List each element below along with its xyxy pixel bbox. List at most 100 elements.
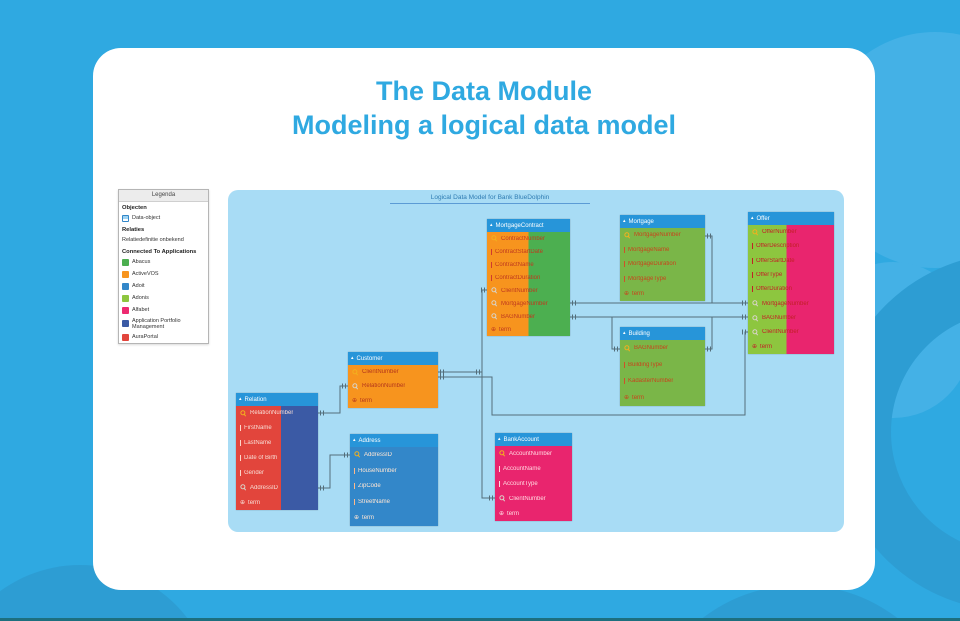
entity-field-label: AccountType (503, 480, 538, 487)
collapse-icon[interactable]: ▴ (498, 436, 501, 442)
add-term-icon: ⊕ (352, 396, 358, 404)
relationship-relationnumber-relation-customer[interactable] (318, 385, 348, 414)
entity-field-row[interactable]: BAGNumber (748, 311, 834, 325)
entity-field-row[interactable]: MortgageNumber (748, 297, 834, 311)
entity-field-row[interactable]: RelationNumber (236, 406, 318, 421)
entity-field-row[interactable]: AccountNumber (495, 446, 572, 461)
entity-field-row[interactable]: ClientNumber (495, 491, 572, 506)
attribute-tick-icon (491, 248, 492, 255)
collapse-icon[interactable]: ▴ (351, 355, 354, 361)
entity-field-row[interactable]: AddressID (350, 447, 438, 463)
entity-term-row[interactable]: ⊕term (620, 286, 705, 301)
legend-item: Adonis (119, 292, 208, 304)
entity-field-label: MortgageNumber (762, 300, 809, 307)
relationship-bagnumber-branch-building-left[interactable] (611, 317, 620, 350)
entity-field-label: BuildingType (628, 361, 663, 368)
entity-header-mortgage-contract[interactable]: ▴MortgageContract (487, 219, 570, 232)
entity-header-mortgage[interactable]: ▴Mortgage (620, 215, 705, 228)
entity-field-row[interactable]: OfferType (748, 268, 834, 282)
entity-field-row[interactable]: MortgageName (620, 243, 705, 258)
entity-field-row[interactable]: KadasterNumber (620, 373, 705, 390)
legend-item-label: Application Portfolio Management (132, 317, 181, 330)
relationship-mortgagenumber-branch-mortgage[interactable] (705, 235, 713, 303)
entity-field-row[interactable]: MortgageNumber (487, 297, 570, 310)
entity-field-label: OfferDescription (756, 243, 800, 250)
legend-item: Abacus (119, 256, 208, 268)
entity-field-row[interactable]: MortgageDuration (620, 257, 705, 272)
entity-term-row[interactable]: ⊕term (620, 390, 705, 407)
entity-field-label: MortgageNumber (501, 300, 548, 307)
entity-term-row[interactable]: ⊕term (495, 506, 572, 521)
entity-field-row[interactable]: ContractNumber (487, 232, 570, 245)
collapse-icon[interactable]: ▴ (623, 218, 626, 224)
entity-field-row[interactable]: RelationNumber (348, 379, 438, 393)
entity-field-row[interactable]: OfferDuration (748, 282, 834, 296)
entity-field-row[interactable]: ClientNumber (748, 325, 834, 339)
entity-field-row[interactable]: OfferDescription (748, 239, 834, 253)
entity-field-row[interactable]: HouseNumber (350, 463, 438, 479)
entity-field-row[interactable]: ClientNumber (348, 365, 438, 379)
entity-field-row[interactable]: BAGNumber (620, 340, 705, 357)
legend-item-label: Adoit (132, 283, 145, 289)
entity-header-building[interactable]: ▴Building (620, 327, 705, 340)
entity-header-bank-account[interactable]: ▴BankAccount (495, 433, 572, 446)
entity-field-row[interactable]: AccountType (495, 476, 572, 491)
entity-field-row[interactable]: MortgageType (620, 272, 705, 287)
entity-field-row[interactable]: MortgageNumber (620, 228, 705, 243)
entity-header-relation[interactable]: ▴Relation (236, 393, 318, 406)
entity-header-offer[interactable]: ▴Offer (748, 212, 834, 225)
entity-term-row[interactable]: ⊕term (748, 340, 834, 354)
legend-item-label: Data-object (132, 215, 161, 221)
entity-field-row[interactable]: FirstName (236, 421, 318, 436)
entity-header-customer[interactable]: ▴Customer (348, 352, 438, 365)
relationship-addressid-relation-address[interactable] (318, 454, 350, 489)
entity-term-row[interactable]: ⊕term (350, 510, 438, 526)
legend-item: Adoit (119, 280, 208, 292)
primary-key-icon (623, 343, 633, 353)
entity-term-row[interactable]: ⊕term (236, 495, 318, 510)
entity-field-row[interactable]: ClientNumber (487, 284, 570, 297)
attribute-tick-icon (240, 455, 241, 461)
entity-field-row[interactable]: AddressID (236, 480, 318, 495)
entity-term-row[interactable]: ⊕term (487, 323, 570, 336)
entity-field-row[interactable]: ContractName (487, 258, 570, 271)
entity-field-row[interactable]: Gender (236, 465, 318, 480)
relationship-bagnumber-branch-building-right[interactable] (705, 317, 713, 350)
collapse-icon[interactable]: ▴ (751, 215, 754, 221)
entity-field-row[interactable]: ContractDuration (487, 271, 570, 284)
collapse-icon[interactable]: ▴ (623, 330, 626, 336)
foreign-key-icon (751, 328, 761, 338)
entity-field-row[interactable]: OfferStartDate (748, 254, 834, 268)
entity-field-label: FirstName (244, 425, 272, 432)
entity-field-row[interactable]: LastName (236, 436, 318, 451)
entity-field-row[interactable]: ZipCode (350, 479, 438, 495)
collapse-icon[interactable]: ▴ (490, 222, 493, 228)
entity-field-row[interactable]: ContractStartDate (487, 245, 570, 258)
entity-header-address[interactable]: ▴Address (350, 434, 438, 447)
entity-term-row[interactable]: ⊕term (348, 394, 438, 408)
entity-field-row[interactable]: AccountName (495, 461, 572, 476)
entity-name: Mortgage (628, 218, 654, 225)
entity-field-row[interactable]: BuildingType (620, 357, 705, 374)
collapse-icon[interactable]: ▴ (239, 396, 242, 402)
legend-item-label: ActiveVOS (132, 271, 159, 277)
entity-field-row[interactable]: OfferNumber (748, 225, 834, 239)
entity-field-row[interactable]: Date of Birth (236, 451, 318, 466)
entity-field-row[interactable]: StreetName (350, 494, 438, 510)
attribute-tick-icon (491, 261, 492, 268)
entity-field-label: ContractNumber (501, 235, 546, 242)
entity-field-row[interactable]: BAGNumber (487, 310, 570, 323)
slide-title: The Data Module Modeling a logical data … (93, 74, 875, 142)
collapse-icon[interactable]: ▴ (353, 437, 356, 443)
entity-field-label: AccountNumber (509, 450, 553, 457)
